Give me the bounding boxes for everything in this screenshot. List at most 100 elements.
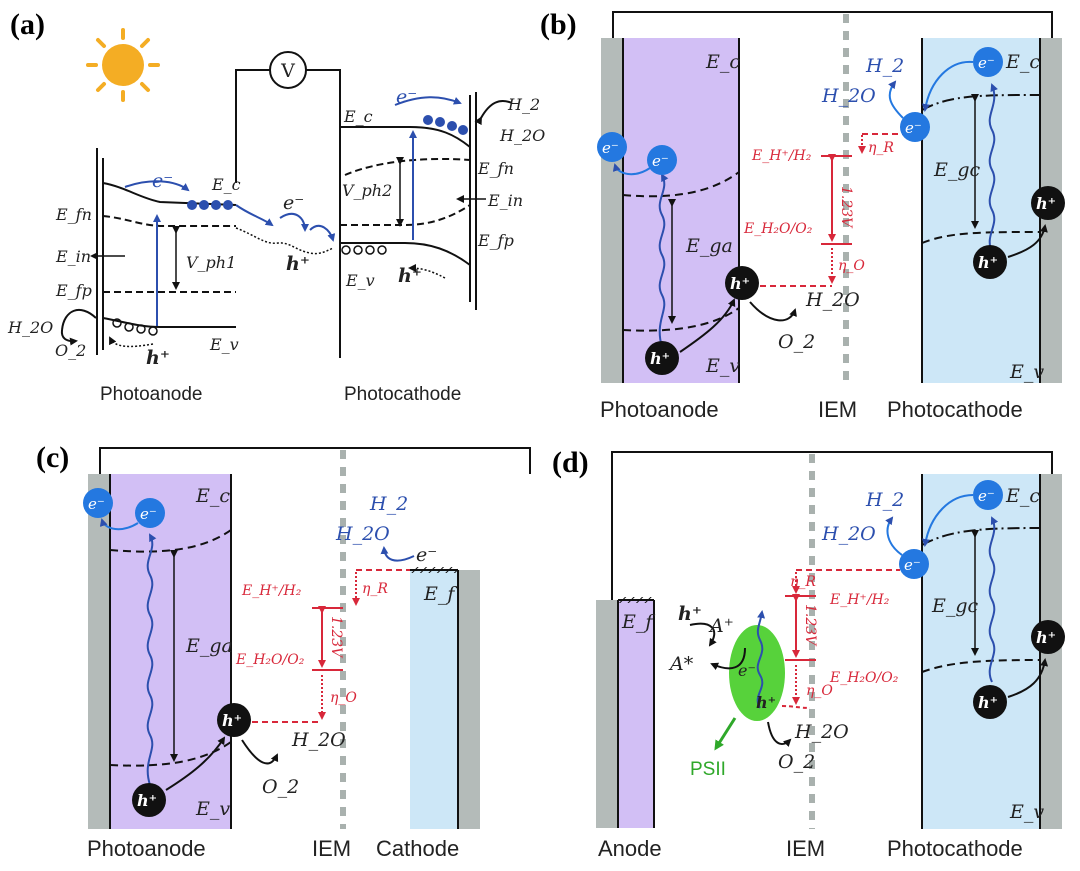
cathode-h2-label: H_2 bbox=[507, 95, 540, 114]
cathode-hole-transfer-arrow bbox=[1007, 224, 1048, 258]
anode-hole-text: h⁺ bbox=[137, 791, 157, 810]
surface-hole-text: h⁺ bbox=[222, 711, 242, 730]
anode-ev-label: E_v bbox=[195, 798, 230, 820]
anode-region bbox=[618, 600, 654, 828]
panel-a-photoanode-caption: Photoanode bbox=[100, 384, 203, 405]
cathode-ec-band bbox=[340, 126, 471, 148]
panel-b-right-caption: Photocathode bbox=[887, 397, 1023, 422]
photocathode-region bbox=[922, 474, 1040, 829]
h2-evolution-arrow bbox=[380, 546, 415, 562]
contact-hole-text: h⁺ bbox=[1036, 628, 1056, 647]
h-h2-label: E_H⁺/H₂ bbox=[829, 592, 890, 608]
eta-r-label: η_R bbox=[868, 140, 894, 156]
a-star-arrow bbox=[710, 647, 746, 671]
anode-hole-transfer-arrow bbox=[165, 736, 226, 791]
anode-electron bbox=[647, 145, 677, 175]
cathode-ev-label: E_v bbox=[345, 271, 375, 290]
cathode-efp-line bbox=[340, 204, 471, 226]
anode-ef-label: E_f bbox=[621, 611, 655, 633]
surface-hole bbox=[217, 703, 251, 737]
cathode-ec-label: E_c bbox=[343, 107, 373, 126]
panel-b-middle-caption: IEM bbox=[818, 397, 857, 422]
psii-o2-label: O_2 bbox=[778, 751, 815, 773]
eta-r-label: η_R bbox=[790, 574, 816, 590]
psii-complex bbox=[729, 625, 785, 721]
cathode-h2-label: H_2 bbox=[865, 55, 904, 77]
cathode-electron-label: e⁻ bbox=[396, 86, 417, 108]
vph2-label: V_ph2 bbox=[342, 181, 392, 200]
cathode-hole-transfer-arrow bbox=[1007, 658, 1049, 698]
contact-hole bbox=[1031, 620, 1065, 654]
cathode-ec-band bbox=[921, 527, 1041, 546]
panel-c-middle-caption: IEM bbox=[312, 836, 351, 861]
h2o-o2-label: E_H₂O/O₂ bbox=[829, 670, 899, 686]
panel-c-label: (c) bbox=[36, 441, 69, 474]
cathode-ec-band bbox=[921, 94, 1041, 111]
anode-h2o-label: H_2O bbox=[291, 729, 346, 751]
surface-electron bbox=[900, 112, 930, 142]
anode-electron-label: e⁻ bbox=[152, 170, 173, 192]
junction-hole-label: h⁺ bbox=[286, 253, 310, 275]
cathode-electrons bbox=[423, 115, 468, 135]
voltage-label: 1.23V bbox=[802, 604, 818, 647]
cathode-efn-label: E_fn bbox=[477, 159, 514, 178]
cathode-ev-band bbox=[340, 242, 471, 266]
anode-efn-label: E_fn bbox=[55, 205, 92, 224]
circuit-wire bbox=[235, 69, 341, 358]
junction-electron-arrow-1 bbox=[235, 204, 274, 227]
surface-hole bbox=[725, 266, 759, 300]
anode-hole-arrow bbox=[109, 336, 154, 348]
eta-r-label: η_R bbox=[362, 581, 388, 597]
panel-d-middle-caption: IEM bbox=[786, 836, 825, 861]
panel-d-label: (d) bbox=[552, 446, 589, 479]
sun-icon bbox=[86, 28, 160, 102]
anode-ec-band bbox=[102, 182, 237, 206]
anode-electron-out-text: e⁻ bbox=[88, 495, 105, 513]
cathode-electron-text: e⁻ bbox=[978, 54, 995, 72]
psii-electron-label: e⁻ bbox=[738, 661, 756, 680]
panel-c-left-caption: Photoanode bbox=[87, 836, 206, 861]
anode-electron-text: e⁻ bbox=[140, 505, 157, 523]
junction-electron-arrow-2 bbox=[279, 212, 309, 232]
cathode-electron-label: e⁻ bbox=[416, 544, 437, 566]
panel-b-label: (b) bbox=[540, 8, 577, 41]
anode-electron-text: e⁻ bbox=[652, 152, 669, 170]
cathode-h2o-label: H_2O bbox=[821, 523, 876, 545]
cathode-electron bbox=[973, 480, 1003, 510]
anode-h2o-label: H_2O bbox=[805, 289, 860, 311]
voltmeter-icon bbox=[269, 51, 307, 89]
anode-electron-transfer-arrow bbox=[99, 518, 139, 531]
water-oxidation-arrow bbox=[767, 721, 792, 748]
anode-o2-label: O_2 bbox=[55, 341, 86, 360]
anode-photon-excitation bbox=[146, 533, 157, 786]
anode-ev-label: E_v bbox=[705, 355, 740, 377]
a-star-label: A* bbox=[668, 653, 694, 675]
panel-d-right-caption: Photocathode bbox=[887, 836, 1023, 861]
cathode-h2-arrow bbox=[474, 99, 513, 126]
cathode-electron-transfer-arrow bbox=[922, 494, 974, 547]
anode-holes bbox=[112, 318, 158, 336]
contact-hole-text: h⁺ bbox=[1036, 194, 1056, 213]
cathode-ef-label: E_f bbox=[423, 583, 457, 605]
anode-ev-band bbox=[622, 307, 740, 332]
panel-b: (b) E_ga E_c E_v e⁻ e⁻ h⁺ h⁺ H_2O O_2 bbox=[540, 8, 1065, 422]
anode-ec-label: E_c bbox=[211, 175, 241, 194]
junction-electron-label: e⁻ bbox=[283, 192, 304, 214]
surface-electron-text: e⁻ bbox=[905, 119, 922, 137]
anode-contact bbox=[596, 600, 618, 828]
psii-pointer-arrow bbox=[714, 717, 737, 751]
external-circuit bbox=[612, 11, 1053, 38]
panel-a: (a) V V_ph1 bbox=[7, 8, 545, 405]
cathode-ev-label: E_v bbox=[1009, 801, 1044, 823]
anode-efp-label: E_fp bbox=[55, 281, 92, 300]
panel-d: (d) E_f e⁻ h⁺ PSII h⁺ A⁺ A* H_2O O_2 bbox=[552, 446, 1065, 861]
cathode-hole bbox=[973, 245, 1007, 279]
ega-label: E_ga bbox=[685, 235, 733, 257]
anode-ec-band bbox=[109, 529, 232, 553]
anode-contact bbox=[88, 474, 110, 829]
anode-contact bbox=[601, 38, 623, 383]
h-h2-label: E_H⁺/H₂ bbox=[751, 148, 812, 164]
anode-ec-label: E_c bbox=[195, 485, 230, 507]
anode-o2-label: O_2 bbox=[778, 331, 815, 353]
